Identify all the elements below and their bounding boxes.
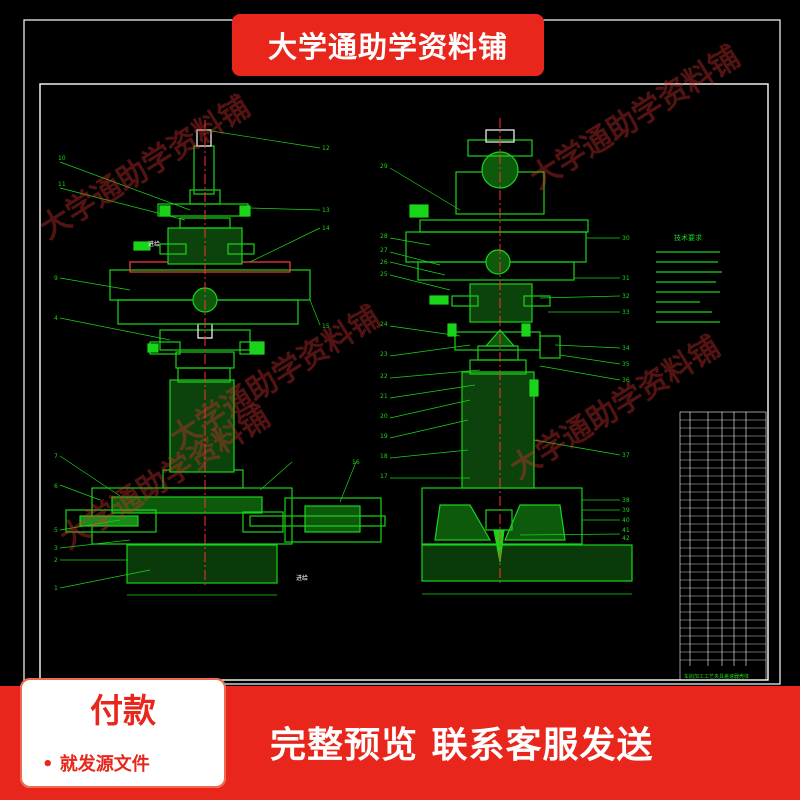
right-assembly-view — [405, 129, 633, 582]
part-label: 25 — [380, 271, 388, 278]
part-label: 41 — [622, 527, 630, 534]
part-label: 33 — [622, 309, 630, 316]
part-label: 27 — [380, 247, 388, 254]
right-part-labels: 29 28 27 26 25 24 23 22 21 20 19 18 17 30 31 32 33 34 35 36… — [380, 163, 630, 542]
part-label: 4 — [54, 315, 58, 322]
left-leader-lines — [59, 129, 357, 589]
preview-slogan: 完整预览 联系客服发送 — [270, 725, 654, 766]
sheet-inner-frame — [39, 83, 769, 681]
title-block-part: 差速器壳体 — [724, 673, 749, 680]
part-label: 35 — [622, 361, 630, 368]
part-label: 7 — [54, 453, 58, 460]
part-label: 3 — [54, 545, 58, 552]
part-label: 38 — [622, 497, 630, 504]
part-label: 21 — [380, 393, 388, 400]
part-label: 19 — [380, 433, 388, 440]
technical-notes: 技术要求 — [656, 233, 722, 323]
part-label: 26 — [380, 259, 388, 266]
shop-title-banner: 大学通助学资料铺 — [232, 14, 544, 76]
part-label: 42 — [622, 535, 630, 542]
part-label: 10 — [58, 155, 66, 162]
part-label: 12 — [322, 145, 330, 152]
part-label: 18 — [380, 453, 388, 460]
part-label: 17 — [380, 473, 388, 480]
part-label: 32 — [622, 293, 630, 300]
part-label: 29 — [380, 163, 388, 170]
payment-card[interactable]: 付款 • 就发源文件 — [20, 678, 226, 788]
part-label: 1 — [54, 585, 58, 592]
part-label: 2 — [54, 557, 58, 564]
part-label: 15 — [322, 323, 330, 330]
part-label: 5 — [54, 527, 58, 534]
title-block-name: 车削加工工艺夹具 — [684, 673, 724, 680]
bom-rows — [680, 419, 766, 661]
payment-title: 付款 — [90, 691, 156, 730]
part-label: 30 — [622, 235, 630, 242]
part-label: 14 — [322, 225, 330, 232]
left-part-labels: 10 11 12 13 14 15 9 4 7 6 5 3 2 1 16 — [54, 145, 360, 592]
part-label: 36 — [622, 377, 630, 384]
part-label: 20 — [380, 413, 388, 420]
part-label: 31 — [622, 275, 630, 282]
part-label: 11 — [58, 181, 66, 188]
part-label: 39 — [622, 507, 630, 514]
part-label: 40 — [622, 517, 630, 524]
feed-annotation: 进给 — [296, 574, 308, 582]
part-label: 37 — [622, 452, 630, 459]
right-leader-lines — [389, 167, 621, 536]
part-label: 9 — [54, 275, 58, 282]
notes-title: 技术要求 — [674, 233, 702, 242]
part-label: 34 — [622, 345, 630, 352]
part-label: 28 — [380, 233, 388, 240]
part-label: 23 — [380, 351, 388, 358]
part-label: 6 — [54, 483, 58, 490]
feed-annotation: 进给 — [148, 240, 160, 248]
shop-title: 大学通助学资料铺 — [267, 30, 508, 64]
part-label: 22 — [380, 373, 388, 380]
payment-subtitle: • 就发源文件 — [42, 754, 150, 775]
part-label: 16 — [352, 459, 360, 466]
part-label: 13 — [322, 207, 330, 214]
bill-of-materials-table — [679, 411, 767, 681]
part-label: 24 — [380, 321, 388, 328]
